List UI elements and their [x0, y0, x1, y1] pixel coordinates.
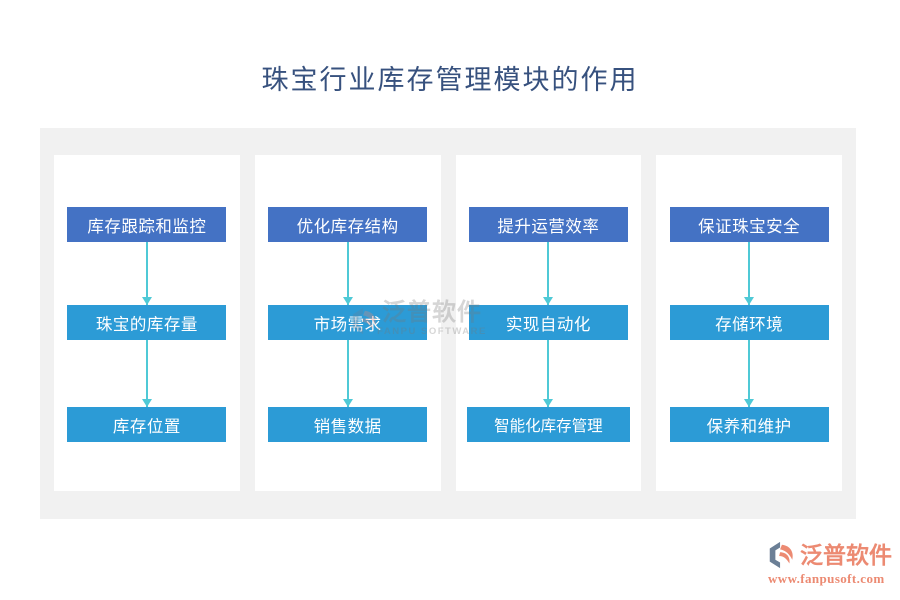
brand-logo: 泛普软件 www.fanpusoft.com	[766, 540, 892, 592]
arrow-stem	[748, 340, 751, 407]
arrow-stem	[145, 242, 148, 305]
fanpu-logo-mark-icon	[769, 541, 793, 569]
arrow-stem	[547, 242, 550, 305]
arrow-stem	[346, 242, 349, 305]
arrow-head-icon	[141, 399, 152, 407]
flow-arrow-2-a	[341, 242, 355, 305]
brand-name: 泛普软件	[800, 542, 892, 568]
flow-arrow-4-b	[742, 340, 756, 407]
page-title: 珠宝行业库存管理模块的作用	[261, 65, 639, 95]
arrow-stem	[547, 340, 550, 407]
brand-url[interactable]: www.fanpusoft.com	[768, 571, 885, 586]
diagram-column-1: 库存跟踪和监控 珠宝的库存量 库存位置	[54, 155, 240, 491]
flow-node-2-1[interactable]: 优化库存结构	[268, 207, 428, 242]
arrow-head-icon	[744, 297, 755, 305]
arrow-head-icon	[342, 399, 353, 407]
flow-node-1-1[interactable]: 库存跟踪和监控	[67, 207, 227, 242]
diagram-column-2: 优化库存结构 市场需求 销售数据	[254, 155, 441, 491]
arrow-head-icon	[342, 297, 353, 305]
flow-arrow-3-a	[541, 242, 555, 305]
flow-arrow-1-a	[140, 242, 154, 305]
diagram-column-3: 提升运营效率 实现自动化 智能化库存管理	[455, 155, 642, 491]
flow-arrow-1-b	[140, 340, 154, 407]
flow-node-4-1[interactable]: 保证珠宝安全	[669, 207, 829, 242]
arrow-head-icon	[543, 297, 554, 305]
flow-node-3-1[interactable]: 提升运营效率	[468, 207, 628, 242]
flow-arrow-3-b	[541, 340, 555, 407]
flow-node-3-3[interactable]: 智能化库存管理	[466, 407, 630, 442]
flow-node-1-2[interactable]: 珠宝的库存量	[67, 305, 227, 340]
diagram-column-4: 保证珠宝安全 存储环境 保养和维护	[656, 155, 842, 491]
arrow-head-icon	[141, 297, 152, 305]
flow-arrow-4-a	[742, 242, 756, 305]
flow-node-4-2[interactable]: 存储环境	[669, 305, 829, 340]
arrow-stem	[748, 242, 751, 305]
flow-node-2-3[interactable]: 销售数据	[268, 407, 428, 442]
arrow-stem	[145, 340, 148, 407]
flow-node-4-3[interactable]: 保养和维护	[669, 407, 829, 442]
arrow-head-icon	[543, 399, 554, 407]
flow-arrow-2-b	[341, 340, 355, 407]
brand-row: 泛普软件	[766, 540, 892, 570]
flow-node-3-2[interactable]: 实现自动化	[468, 305, 628, 340]
flow-node-1-3[interactable]: 库存位置	[67, 407, 227, 442]
diagram-panel: 库存跟踪和监控 珠宝的库存量 库存位置 优化库存结构 市场需求 销售数据 提升运…	[40, 128, 856, 519]
arrow-head-icon	[744, 399, 755, 407]
flow-node-2-2[interactable]: 市场需求	[268, 305, 428, 340]
arrow-stem	[346, 340, 349, 407]
